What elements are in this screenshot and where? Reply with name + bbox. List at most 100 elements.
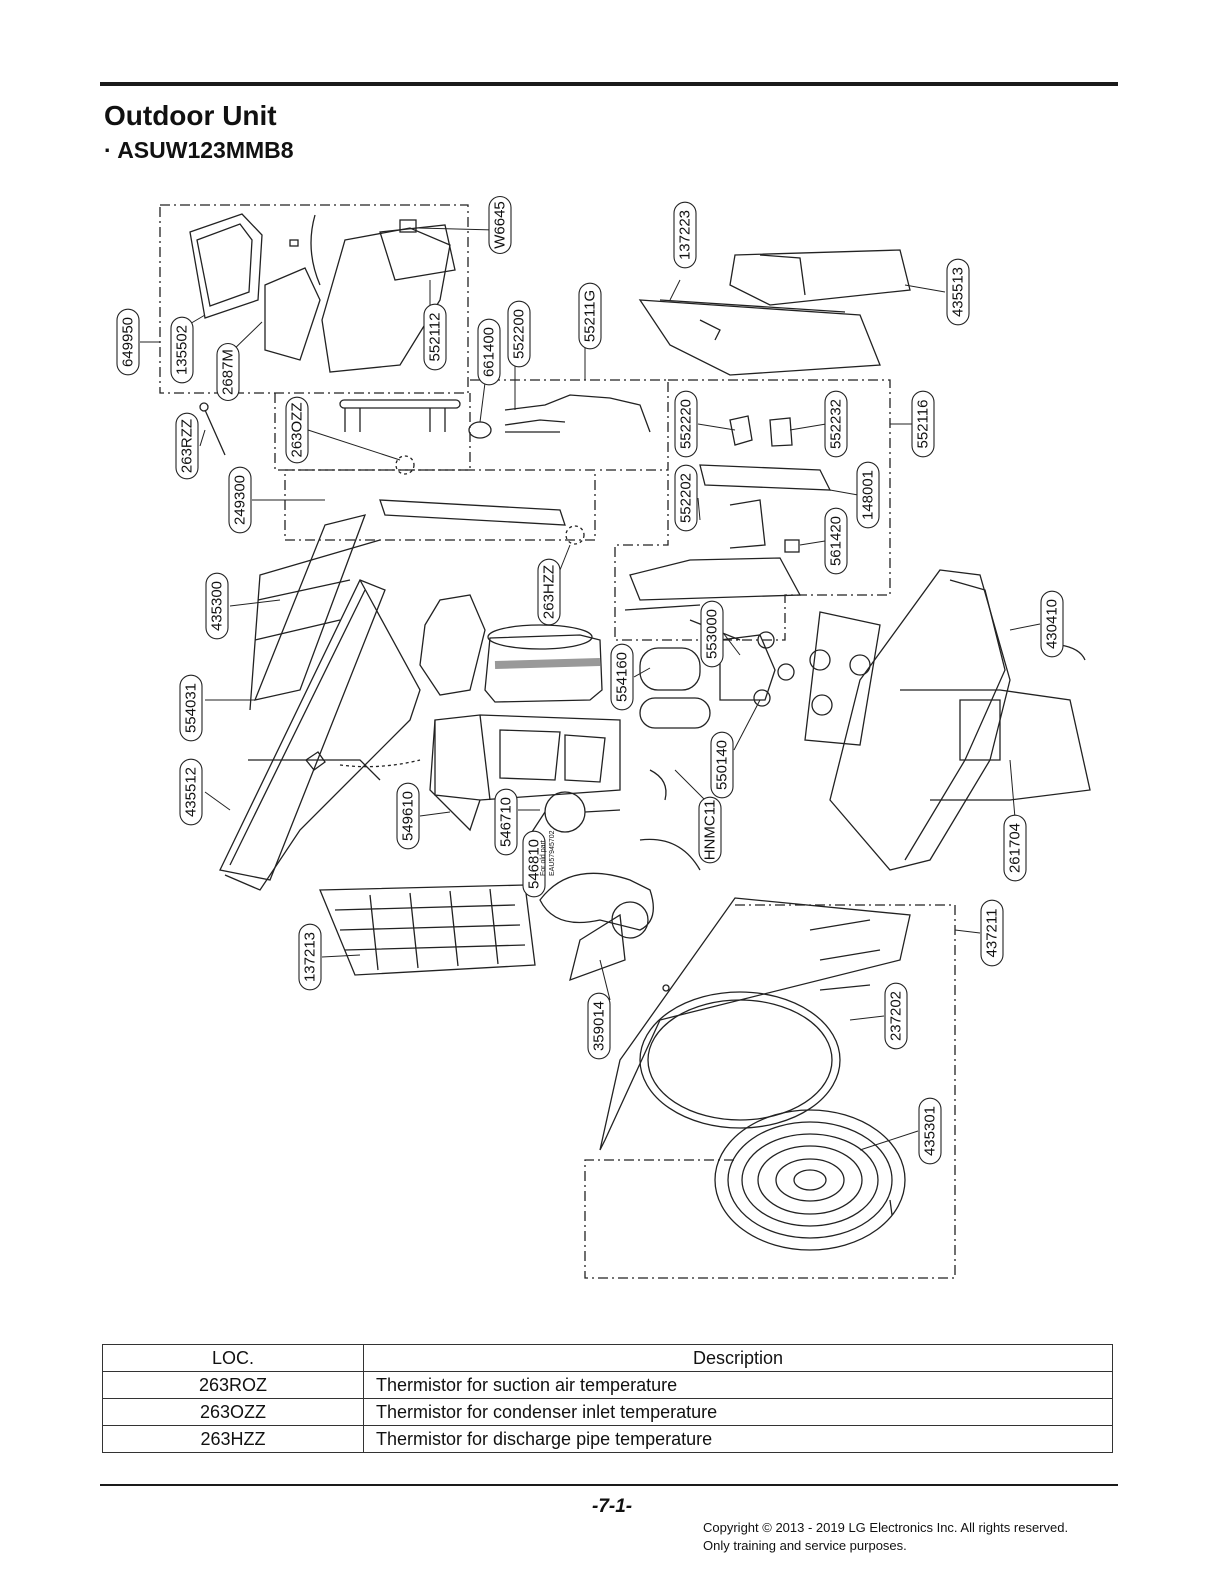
front-panel bbox=[599, 897, 911, 1251]
callout-oval bbox=[175, 412, 199, 480]
table-cell-description: Thermistor for suction air temperature bbox=[363, 1371, 1113, 1399]
part-number-label: 554031 bbox=[183, 683, 200, 733]
thermistor-location-table: LOC. Description 263ROZ Thermistor for s… bbox=[102, 1344, 1113, 1453]
part-number-label: 55211G bbox=[582, 290, 599, 342]
callout-oval bbox=[674, 390, 698, 458]
part-callout: 359014 bbox=[587, 992, 611, 1060]
part-callout: 661400 bbox=[477, 318, 501, 386]
column-header-loc: LOC. bbox=[102, 1344, 364, 1372]
callout-oval bbox=[578, 282, 602, 350]
part-number-label: 137213 bbox=[302, 932, 319, 982]
part-number-label: 546810 bbox=[526, 839, 543, 889]
old-part-note-line2: EAU57945702 bbox=[549, 830, 556, 876]
callout-labels: W6645 137223 649950 135502 2687M 552112 661400… bbox=[116, 195, 1064, 1165]
part-callout: 552116 bbox=[911, 390, 935, 458]
part-callout: 554031 bbox=[179, 674, 203, 742]
motor-mount bbox=[419, 594, 621, 832]
callout-oval bbox=[179, 674, 203, 742]
part-callout: 550140 bbox=[710, 731, 734, 799]
part-callout: 552220 bbox=[674, 390, 698, 458]
fan-assembly bbox=[529, 769, 701, 992]
callout-oval bbox=[285, 396, 309, 464]
part-number-label: 249300 bbox=[232, 475, 249, 525]
part-number-label: 437211 bbox=[984, 909, 1001, 958]
callout-oval bbox=[674, 464, 698, 532]
callout-oval bbox=[918, 1097, 942, 1165]
part-number-label: 550140 bbox=[714, 740, 731, 790]
table-row: 263OZZ Thermistor for condenser inlet te… bbox=[102, 1398, 1113, 1426]
part-number-label: 359014 bbox=[591, 1001, 608, 1051]
column-header-description: Description bbox=[363, 1344, 1113, 1372]
callout-oval bbox=[205, 572, 229, 640]
table-cell-loc: 263ROZ bbox=[102, 1371, 364, 1399]
service-valves bbox=[624, 415, 832, 641]
table-row: 263HZZ Thermistor for discharge pipe tem… bbox=[102, 1425, 1113, 1453]
copyright-notice: Copyright © 2013 - 2019 LG Electronics I… bbox=[703, 1519, 1068, 1555]
table-cell-description: Thermistor for discharge pipe temperatur… bbox=[363, 1425, 1113, 1453]
part-number-label: 435300 bbox=[209, 581, 226, 631]
part-number-label: 237202 bbox=[888, 991, 905, 1041]
part-callout: 263RZZ bbox=[175, 412, 199, 480]
callout-oval bbox=[170, 316, 194, 384]
condenser-coil bbox=[219, 499, 566, 891]
diagram-artwork bbox=[140, 204, 1091, 1279]
callout-oval bbox=[884, 982, 908, 1050]
part-number-label: 263HZZ bbox=[541, 565, 558, 619]
part-number-label: 435512 bbox=[183, 767, 200, 817]
part-callout: 549610 bbox=[396, 782, 420, 850]
part-number-label: 552112 bbox=[427, 313, 444, 362]
part-number-label: 649950 bbox=[120, 317, 137, 367]
leader-lines bbox=[140, 227, 1041, 1151]
part-callout: 135502 bbox=[170, 316, 194, 384]
part-callout: 546810 bbox=[522, 830, 546, 898]
top-cover bbox=[638, 249, 911, 376]
part-callout: 437211 bbox=[980, 899, 1004, 967]
part-callout: 552202 bbox=[674, 464, 698, 532]
part-number-label: 552202 bbox=[678, 473, 695, 523]
callout-oval bbox=[488, 195, 512, 255]
callout-oval bbox=[522, 830, 546, 898]
part-callout: HNMC11 bbox=[698, 796, 722, 864]
part-callout: 249300 bbox=[228, 466, 252, 534]
callout-oval bbox=[587, 992, 611, 1060]
part-callout: 649950 bbox=[116, 308, 140, 376]
callout-oval bbox=[673, 201, 697, 269]
callout-oval bbox=[980, 899, 1004, 967]
part-callout: 148001 bbox=[856, 461, 880, 529]
part-number-label: 135502 bbox=[174, 325, 191, 375]
table-header-row: LOC. Description bbox=[102, 1344, 1113, 1372]
part-callout: 263OZZ bbox=[285, 396, 309, 464]
callout-oval bbox=[1040, 590, 1064, 658]
part-callout: 561420 bbox=[824, 507, 848, 575]
part-callout: 2687M bbox=[216, 342, 240, 402]
part-number-label: 552116 bbox=[915, 400, 932, 449]
part-number-label: 554160 bbox=[614, 652, 631, 702]
part-number-label: 546710 bbox=[498, 797, 515, 847]
part-callout: 552200 bbox=[507, 300, 531, 368]
part-callout: 546710 bbox=[494, 788, 518, 856]
part-callout: 552232 bbox=[824, 390, 848, 458]
part-number-label: 430410 bbox=[1044, 599, 1061, 649]
part-number-label: 561420 bbox=[828, 516, 845, 566]
callout-oval bbox=[494, 788, 518, 856]
part-number-label: 148001 bbox=[860, 470, 877, 520]
callout-oval bbox=[1003, 814, 1027, 882]
part-callout: 137213 bbox=[298, 923, 322, 991]
callout-oval bbox=[700, 600, 724, 668]
part-callout: 55211G bbox=[578, 282, 602, 350]
part-callout: 554160 bbox=[610, 643, 634, 711]
part-number-label: 552220 bbox=[678, 399, 695, 449]
part-callout: 435512 bbox=[179, 758, 203, 826]
part-number-label: 2687M bbox=[220, 349, 237, 395]
part-number-label: 549610 bbox=[400, 791, 417, 841]
callout-oval bbox=[698, 796, 722, 864]
part-callout: 263HZZ bbox=[537, 558, 561, 626]
part-number-label: W6645 bbox=[492, 201, 509, 249]
filter-grill bbox=[319, 884, 536, 976]
part-callout: 435300 bbox=[205, 572, 229, 640]
part-number-label: 261704 bbox=[1007, 823, 1024, 873]
part-callout: 435513 bbox=[946, 258, 970, 326]
compressor bbox=[484, 624, 795, 729]
callout-oval bbox=[537, 558, 561, 626]
part-number-label: 137223 bbox=[677, 210, 694, 260]
